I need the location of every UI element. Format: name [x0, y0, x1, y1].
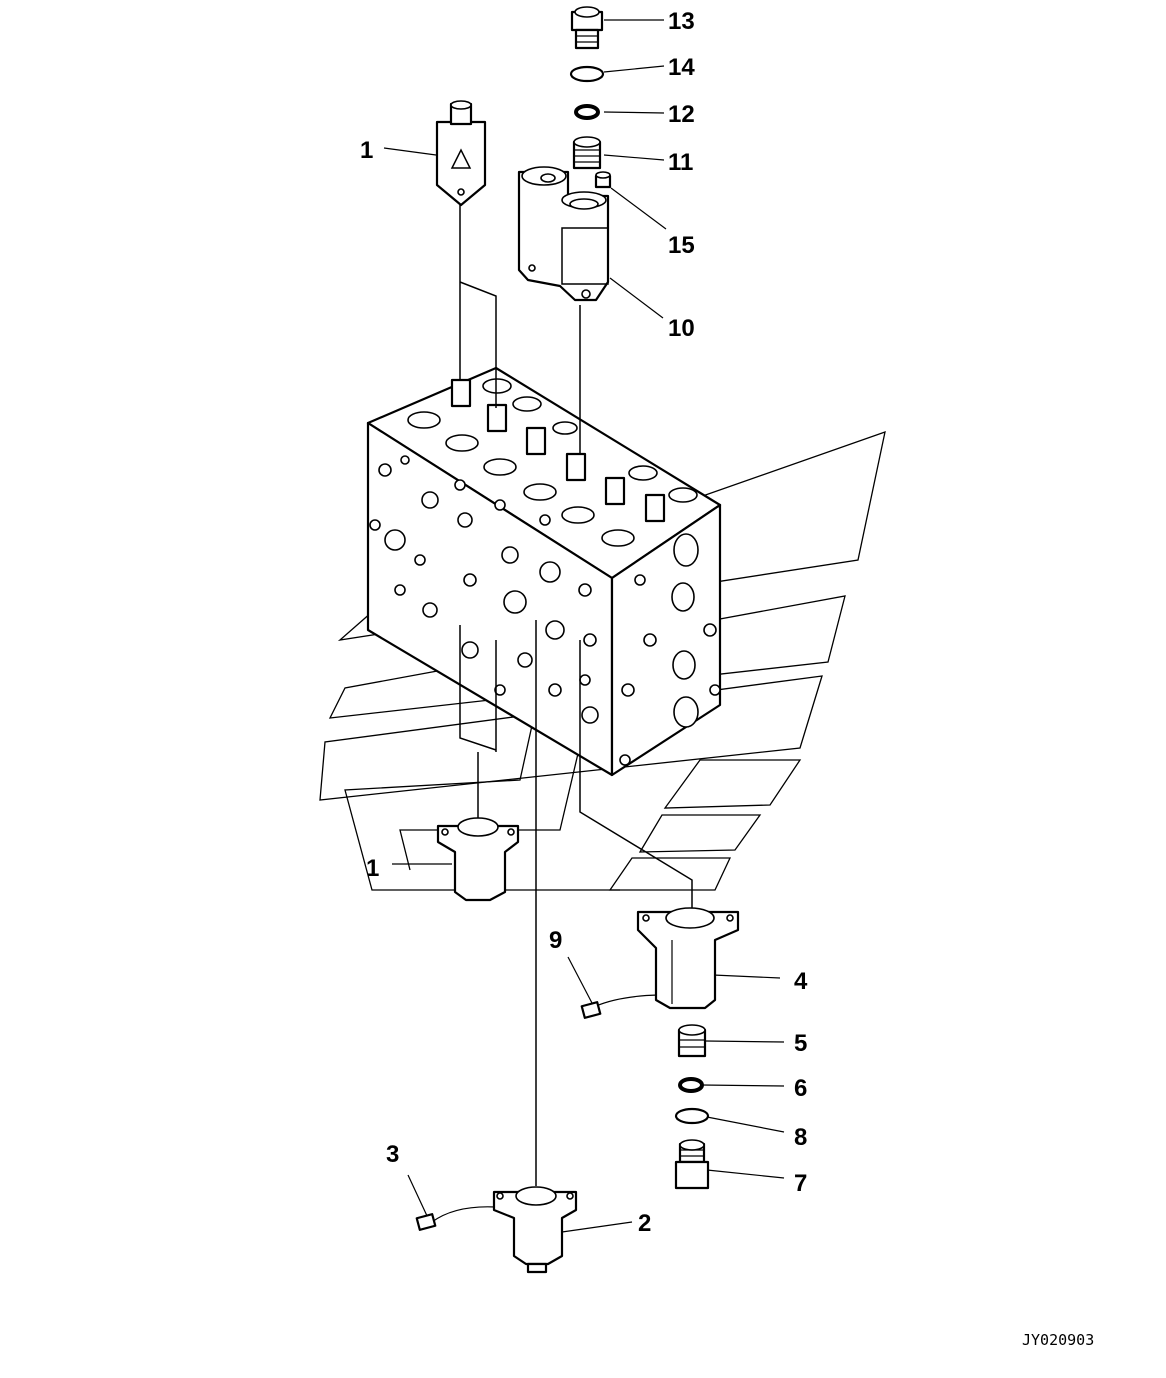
part-9-plug: [580, 1001, 602, 1019]
callout-3: 3: [386, 1141, 399, 1168]
callout-2: 2: [638, 1210, 651, 1237]
part-10-valve-housing: [517, 166, 610, 302]
part-14-o-ring: [569, 65, 605, 83]
part-4-valve-body: [636, 907, 740, 1010]
callout-4: 4: [794, 968, 808, 995]
callout-10: 10: [668, 315, 695, 342]
part-11-fitting: [572, 136, 602, 170]
callout-1-upper: 1: [360, 137, 373, 164]
block-top-ports: [407, 378, 698, 547]
part-15-plug: [594, 171, 612, 189]
callout-5: 5: [794, 1030, 807, 1057]
callout-12: 12: [668, 101, 695, 128]
callout-8: 8: [794, 1124, 807, 1151]
callout-labels: 13 14 12 11 1 15 10 1 9 4 5 6 8 7 3 2: [360, 8, 808, 1237]
callout-14: 14: [668, 54, 695, 81]
callout-13: 13: [668, 8, 695, 35]
callout-1-lower: 1: [366, 855, 379, 882]
callout-7: 7: [794, 1170, 807, 1197]
block-end-ports: [619, 533, 721, 766]
leader-lines: [383, 19, 785, 1233]
part-2-valve-body: [492, 1186, 578, 1274]
callout-15: 15: [668, 232, 695, 259]
part-13-plug: [570, 6, 604, 50]
control-valve-block: [366, 366, 722, 777]
block-side-ports: [369, 455, 599, 724]
part-6-washer: [678, 1077, 704, 1093]
callout-9: 9: [549, 927, 562, 954]
callout-11: 11: [668, 149, 693, 176]
callout-6: 6: [794, 1075, 807, 1102]
drawing-code: JY020903: [1022, 1331, 1094, 1349]
part-1-sensor-lower: [436, 817, 520, 902]
part-3-plug: [415, 1213, 437, 1231]
part-7-plug: [674, 1139, 710, 1190]
block-plugs: [450, 378, 666, 523]
part-12-washer: [574, 104, 600, 120]
part-8-o-ring: [674, 1107, 710, 1125]
part-5-fitting: [677, 1024, 707, 1058]
part-1-sensor-upper: [435, 100, 487, 207]
